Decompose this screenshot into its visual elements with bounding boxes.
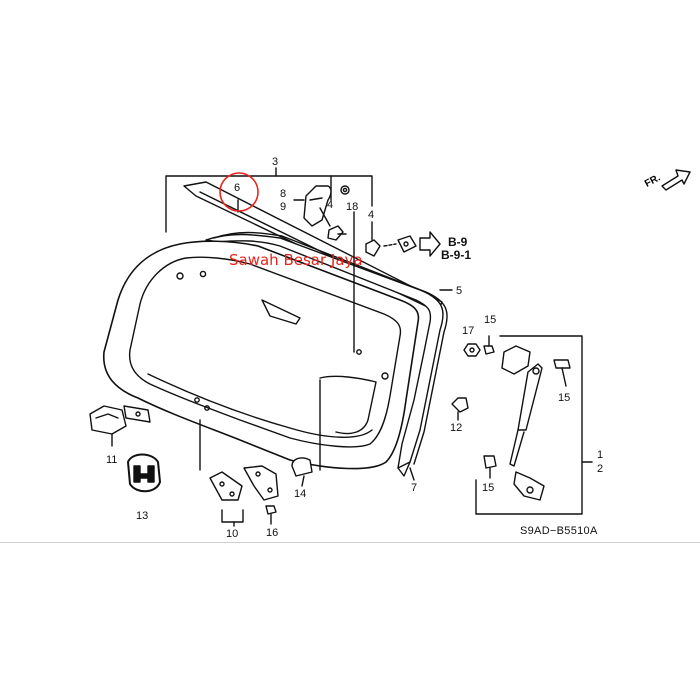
leader-bracket-1-2 [475,335,593,515]
label-15-right: 15 [558,392,571,404]
bolt-part-18 [340,185,350,195]
label-5: 5 [456,285,463,297]
label-ref-b9-1: B-9-1 [441,248,472,262]
label-8: 8 [280,188,287,200]
switch-part-11 [89,405,151,447]
bottom-divider [0,542,700,543]
label-3: 3 [272,156,279,168]
bolt-part-15-bottom [483,455,497,479]
label-1: 1 [597,449,604,461]
label-15-bottom: 15 [482,482,495,494]
label-17: 17 [462,325,475,337]
glass-seal-part-7 [205,231,448,477]
label-10: 10 [226,528,239,540]
gas-strut-part-1 [501,345,545,501]
emblem-part-13 [127,453,161,493]
label-13: 13 [136,510,149,522]
label-ref-b9: B-9 [448,235,468,249]
label-6: 6 [234,182,241,194]
ref-arrow [419,231,441,257]
clip-part-4-right [365,221,381,257]
stopper-part-12 [451,397,469,421]
watermark-text: Sawah Besar Jaya [229,251,363,269]
bolt-part-16 [265,505,277,525]
nut-part-b9 [383,235,417,253]
clip-part-4-left [319,207,347,241]
nut-part-17 [463,343,481,357]
tailgate-glass-panel [102,240,420,470]
hinge-part-10 [199,419,279,527]
label-9: 9 [280,201,287,213]
cap-part-14 [291,379,321,487]
bolt-part-15-right [553,359,571,387]
label-15-top: 15 [484,314,497,326]
label-4-left: 4 [327,199,334,211]
label-14: 14 [294,488,307,500]
bolt-part-15-top [483,335,495,355]
leader-bracket-3 [165,167,373,233]
label-7: 7 [411,482,418,494]
highlight-circle [219,172,259,212]
brake-light-part-8 [293,185,332,227]
label-12: 12 [450,422,463,434]
label-4-right: 4 [368,209,375,221]
label-18: 18 [346,201,359,213]
label-16: 16 [266,527,279,539]
diagram-code: S9AD−B5510A [520,525,598,537]
label-2: 2 [597,463,604,475]
front-direction-arrow [661,169,691,191]
label-11: 11 [106,454,118,466]
